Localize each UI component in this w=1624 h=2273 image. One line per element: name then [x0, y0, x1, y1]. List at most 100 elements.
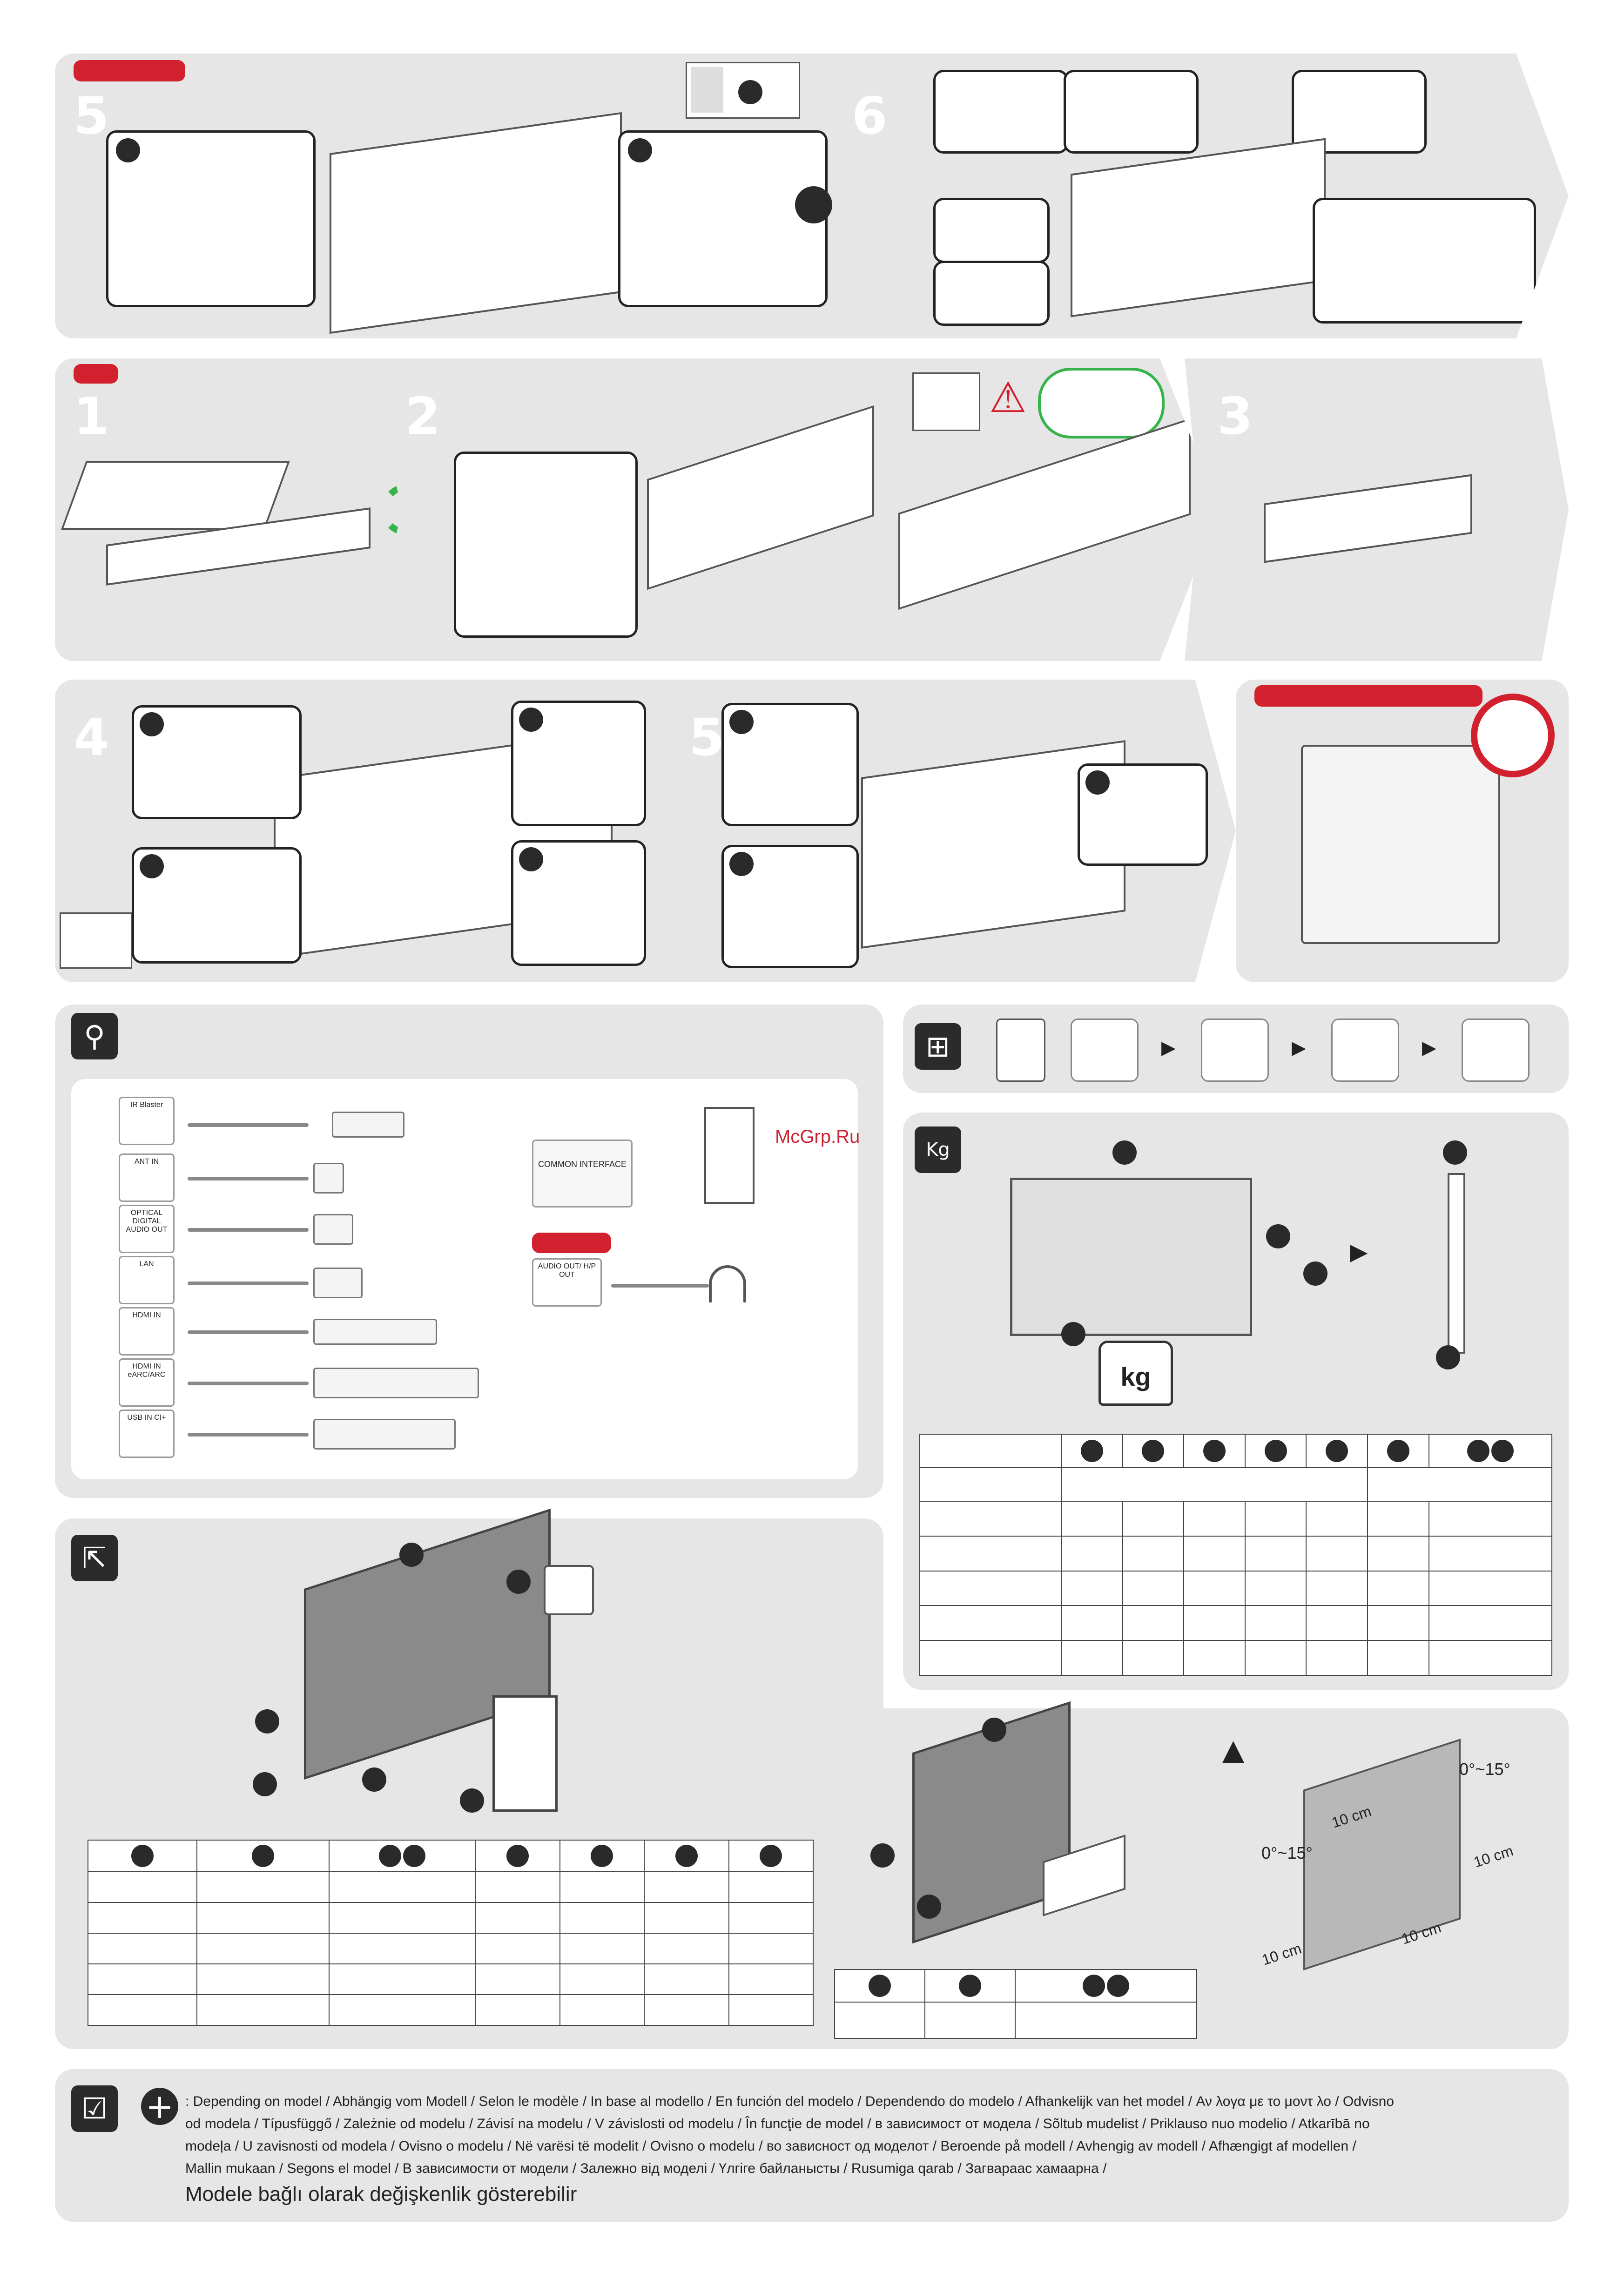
- footer-line-5: Modele bağlı olarak değişkenlik göstereb…: [185, 2183, 577, 2206]
- small-table: [834, 1969, 1197, 2039]
- cable-detail-box-3: [1078, 763, 1208, 866]
- dim-depth-marker: [1303, 1261, 1328, 1286]
- stand-detail-box: [454, 452, 638, 638]
- step-number: 3: [1217, 386, 1253, 446]
- screw-icon-box: [912, 372, 980, 431]
- port-hdmi-earc: HDMI IN eARC/ARC: [119, 1358, 175, 1407]
- step-number: 4: [74, 708, 109, 767]
- footer-line-2: od modela / Típusfüggő / Zależnie od mod…: [185, 2116, 1370, 2131]
- router-icon: [313, 1268, 363, 1298]
- power-outlet-icon: [544, 1565, 594, 1615]
- port-lan: LAN: [119, 1256, 175, 1304]
- hdmi-devices-icon: [313, 1319, 437, 1345]
- port-ir-blaster: IR Blaster: [119, 1097, 175, 1145]
- step-number: 6: [852, 86, 888, 146]
- scale-kg-label: kg: [1120, 1362, 1151, 1391]
- detail-box-2: [132, 847, 302, 964]
- lan-cable: [188, 1282, 309, 1285]
- cable-detail-4: [933, 198, 1050, 263]
- hdmi-cable: [188, 1330, 309, 1334]
- battery-step-1: [1071, 1018, 1139, 1082]
- remote-battery-panel: ⊞ ▶ ▶ ▶: [903, 1005, 1569, 1093]
- footer-text: : Depending on model / Abhängig vom Mode…: [185, 2091, 1544, 2209]
- wall-clearance-panel: ▲ 0°~15° 0°~15° 10 cm 10 cm 10 cm 10 cm: [829, 1701, 1569, 2049]
- antenna-cable: [188, 1177, 309, 1180]
- vesa-height-marker: [870, 1843, 895, 1868]
- scale-icon: kg: [1098, 1341, 1173, 1406]
- port-audio-out: AUDIO OUT/ H/P OUT: [532, 1258, 602, 1307]
- tv-back-illustration: [1071, 138, 1326, 317]
- arrow-icon: ▶: [1161, 1038, 1176, 1058]
- cable-detail-box-1: [721, 703, 859, 826]
- step3-panel: 3: [1185, 358, 1569, 661]
- dimensions-panel: Kg ▶ kg: [903, 1113, 1569, 1690]
- warning-icon: ▲: [1215, 1729, 1252, 1771]
- step5-stand-panel: 5: [55, 54, 866, 338]
- wall-mount-table: [88, 1840, 814, 2026]
- model-indicator-bar: [532, 1233, 611, 1253]
- remote-icon: ⊞: [915, 1023, 961, 1070]
- footer-line-1: : Depending on model / Abhängig vom Mode…: [185, 2094, 1394, 2109]
- battery-step-2: [1201, 1018, 1269, 1082]
- dim-base-marker: [1061, 1322, 1085, 1346]
- headphones-icon: [709, 1265, 746, 1302]
- bracket-marker: [460, 1788, 484, 1813]
- vesa-width-marker: [399, 1543, 424, 1567]
- dim-width-marker: [1112, 1140, 1137, 1165]
- step6-cable-panel: 6: [819, 54, 1569, 338]
- set-top-box-icon: [332, 1112, 404, 1138]
- step-number: 1: [74, 386, 109, 446]
- battery-step-3: [1331, 1018, 1399, 1082]
- hdmi-earc-cable: [188, 1382, 309, 1385]
- cable-detail-box-2: [721, 845, 859, 968]
- cable-detail-1: [933, 70, 1068, 154]
- plus-icon: +: [141, 2088, 178, 2125]
- battery-step-4: [1462, 1018, 1530, 1082]
- audio-device-icon: [313, 1214, 353, 1245]
- lift-people-illustration: [1301, 745, 1500, 944]
- stand-mount-illustration: [647, 405, 874, 590]
- vesa-width-2-marker: [362, 1767, 386, 1792]
- detail-box-left: [106, 130, 316, 307]
- detail-box-right: [618, 130, 828, 307]
- callout-dot: [795, 186, 832, 223]
- prohibited-icon: [1471, 694, 1555, 777]
- connections-inner: IR Blaster ANT IN OPTICAL DIGITAL AUDIO …: [71, 1079, 858, 1479]
- wall-mount-panel: ⇱: [55, 1508, 883, 2049]
- lifting-panel: [1236, 680, 1569, 982]
- model-indicator-bar: [74, 60, 185, 81]
- screw-marker: [506, 1570, 531, 1594]
- gap-left-label: 10 cm: [1260, 1940, 1304, 1969]
- tv-back-illustration: [330, 112, 622, 334]
- port-optical-out: OPTICAL DIGITAL AUDIO OUT: [119, 1205, 175, 1253]
- common-interface-label: COMMON INTERFACE: [538, 1160, 627, 1169]
- watermark: McGrp.Ru: [775, 1126, 860, 1147]
- arrow-icon: ▶: [1422, 1038, 1436, 1058]
- model-indicator-bar: [74, 364, 118, 384]
- detail-box-1: [132, 705, 302, 819]
- rotate-icon: ▶: [1350, 1239, 1368, 1265]
- step-number: 5: [689, 708, 725, 767]
- wall-bracket-illustration: [492, 1695, 558, 1812]
- screw-length-marker: [253, 1772, 277, 1796]
- dimensions-table: [919, 1434, 1553, 1676]
- step-number: 2: [405, 386, 441, 446]
- footer-line-3: modeļa / U zavisnosti od modela / Ovisno…: [185, 2138, 1356, 2154]
- weight-dimension-icon: Kg: [915, 1126, 961, 1173]
- footer-panel: ☑ + : Depending on model / Abhängig vom …: [55, 2069, 1569, 2222]
- cable-tie-steps: [1313, 198, 1536, 324]
- tv-front-illustration: [1010, 1178, 1252, 1336]
- arrow-icon: ▶: [1292, 1038, 1306, 1058]
- checkbox-icon: ☑: [71, 2085, 118, 2132]
- step5-cable-panel: 5: [656, 680, 1236, 982]
- tv-side-illustration: [1448, 1173, 1465, 1354]
- cable-connect-icon: ⚲: [71, 1013, 118, 1059]
- angle-top-label: 0°~15°: [1459, 1760, 1510, 1779]
- vesa-height-marker: [255, 1709, 279, 1733]
- step1-panel: 1: [55, 358, 402, 661]
- port-ant-in: ANT IN: [119, 1153, 175, 1202]
- cable-detail-5: [933, 261, 1050, 326]
- stand-assembled-illustration: [1264, 474, 1472, 563]
- footer-line-4: Mallin mukaan / Segons el model / В зави…: [185, 2161, 1107, 2176]
- cable-detail-2: [1064, 70, 1199, 154]
